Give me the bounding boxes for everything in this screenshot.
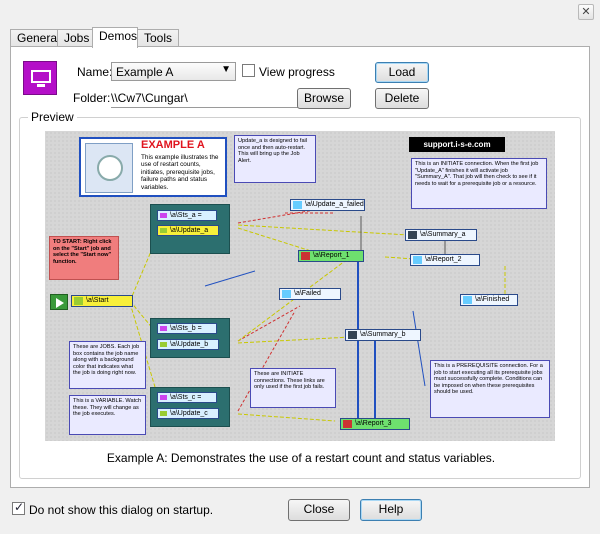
dont-show-label: Do not show this dialog on startup. [29,503,214,517]
group-update-a: \a\Sts_a = \a\Update_a [150,204,230,254]
link-update-c-failed [237,310,296,412]
variable-sts-b[interactable]: \a\Sts_b = [157,323,217,334]
close-button[interactable]: Close [288,499,350,521]
note-jobs: These are JOBS. Each job box contains th… [69,341,146,389]
name-label: Name: [77,65,113,79]
variable-sts-c[interactable]: \a\Sts_c = [157,392,217,403]
note-initiate-top: This is an INITIATE connection. When the… [411,158,547,209]
job-report-1[interactable]: \a\Report_1 [298,250,364,262]
link-update-b-report1 [237,260,346,342]
monitor-icon [23,61,57,95]
job-start[interactable]: \a\Start [71,295,133,307]
job-update-c[interactable]: \a\Update_c [157,408,219,419]
group-update-c: \a\Sts_c = \a\Update_c [150,387,230,427]
link-update-b-failed [237,305,301,342]
delete-button[interactable]: Delete [375,88,429,109]
job-summary-a[interactable]: \a\Summary_a [405,229,477,241]
browse-button[interactable]: Browse [297,88,351,109]
support-link[interactable]: support.i-s-e.com [409,137,505,152]
example-header-title: EXAMPLE A [141,139,205,151]
job-finished[interactable]: \a\Finished [460,294,518,306]
group-update-b: \a\Sts_b = \a\Update_b [150,318,230,358]
preview-group: Preview [19,110,581,479]
link-update-c-report3 [237,413,336,422]
window-close-button[interactable]: ✕ [578,4,594,20]
demo-name-value: Example A [116,65,174,79]
footer-bar: Do not show this dialog on startup. Clos… [0,490,600,534]
demos-panel: Name: Example A ▼ View progress Load Fol… [10,46,590,488]
note-update-a: Update_a is designed to fail once and th… [234,135,316,183]
job-update-b[interactable]: \a\Update_b [157,339,219,350]
link-note-prereq [412,310,426,387]
workflow-diagram: EXAMPLE A This example illustrates the u… [45,131,555,441]
folder-value: \\Cw7\Cungar\ [111,91,301,108]
load-button[interactable]: Load [375,62,429,83]
view-progress-checkbox[interactable] [242,64,255,77]
chevron-down-icon: ▼ [221,64,231,75]
folder-label: Folder: [73,91,111,105]
job-failed[interactable]: \a\Failed [279,288,341,300]
link-note-jobs [204,270,256,287]
preview-title: Preview [28,110,77,124]
link-update-a-summary [237,224,426,237]
help-button[interactable]: Help [360,499,422,521]
job-report-2[interactable]: \a\Report_2 [410,254,480,266]
example-header-box: EXAMPLE A This example illustrates the u… [79,137,227,197]
note-variable: This is a VARIABLE. Watch these. They wi… [69,395,146,435]
view-progress-label: View progress [259,65,335,79]
tab-general[interactable]: General [10,29,60,47]
preview-caption: Example A: Demonstrates the use of a res… [106,451,496,465]
play-icon [50,294,68,310]
dont-show-checkbox[interactable] [12,500,25,515]
variable-sts-a[interactable]: \a\Sts_a = [157,210,217,221]
note-initiate-mid: These are INITIATE connections. These li… [250,368,336,408]
job-update-a[interactable]: \a\Update_a [157,225,219,236]
note-start: TO START: Right click on the "Start" job… [49,236,119,280]
clock-icon [85,143,133,193]
tab-jobs[interactable]: Jobs [57,29,93,47]
link-start-update-a [129,222,164,302]
job-update-a-failed[interactable]: \a\Update_a_failed [290,199,365,211]
note-prereq: This is a PREREQUISITE connection. For a… [430,360,550,418]
link-update-a-failed [237,208,321,224]
tab-demos[interactable]: Demos [92,27,138,48]
example-header-text: This example illustrates the use of rest… [141,154,219,191]
job-report-3[interactable]: \a\Report_3 [340,418,410,430]
tab-tools[interactable]: Tools [137,29,179,47]
demo-name-select[interactable]: Example A ▼ [111,62,236,81]
job-summary-b[interactable]: \a\Summary_b [345,329,421,341]
